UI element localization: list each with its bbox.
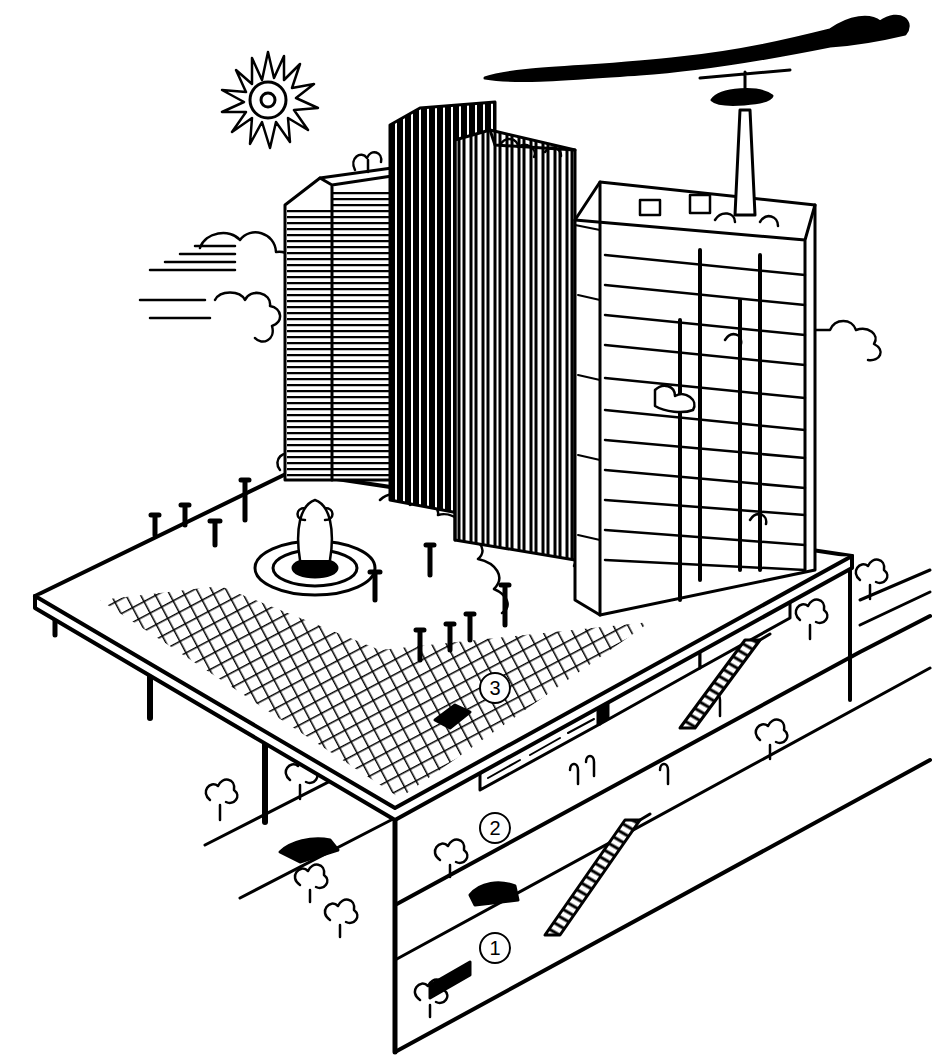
sun xyxy=(222,52,318,148)
buildings xyxy=(285,70,815,615)
callout-number: 2 xyxy=(479,812,511,844)
cloud xyxy=(485,16,908,80)
callout-number: 3 xyxy=(479,672,511,704)
callout-number: 1 xyxy=(479,932,511,964)
cloud xyxy=(215,293,280,342)
